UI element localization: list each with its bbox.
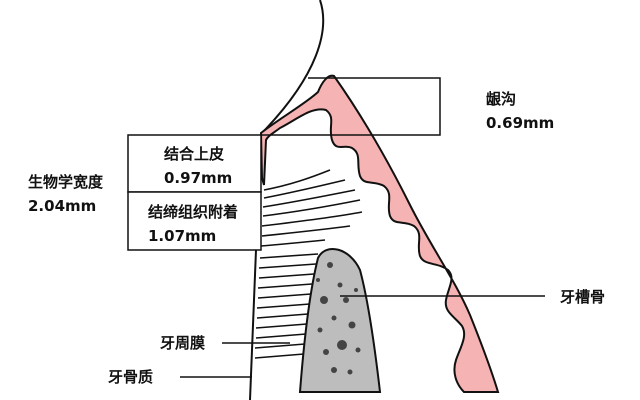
connective-tissue-fibers <box>261 170 362 246</box>
cementum-label: 牙骨质 <box>108 368 153 386</box>
junctional-epithelium-label: 结合上皮 <box>164 145 224 163</box>
biologic-width-label: 生物学宽度 <box>28 173 103 191</box>
sulcus-label: 龈沟 <box>486 90 516 108</box>
biologic-width-value: 2.04mm <box>28 197 96 215</box>
connective-tissue-attachment-label: 结缔组织附着 <box>148 203 238 221</box>
sulcus-value: 0.69mm <box>486 114 554 132</box>
alveolar-bone <box>300 249 380 392</box>
periodontal-ligament-label: 牙周膜 <box>160 334 205 352</box>
junctional-epithelium-value: 0.97mm <box>164 169 232 187</box>
alveolar-bone-label: 牙槽骨 <box>560 288 605 306</box>
connective-tissue-attachment-value: 1.07mm <box>148 227 216 245</box>
